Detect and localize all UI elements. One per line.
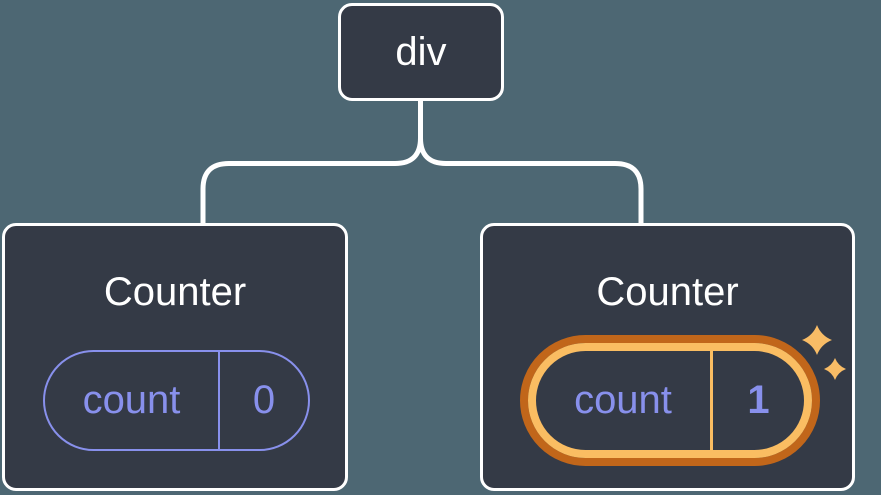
sparkle-small [824, 358, 846, 380]
state-value: 0 [252, 378, 276, 422]
tree-node-counter-right: Counter count 1 [480, 223, 855, 491]
sparkles-icon [802, 325, 846, 380]
component-name: Counter [596, 270, 739, 314]
connector-right-branch [418, 101, 644, 224]
tree-node-counter-left: Counter count 0 [2, 223, 348, 491]
state-pill-highlighted: count 1 [520, 335, 820, 466]
component-name: Counter [103, 270, 247, 314]
state-value: 1 [747, 378, 770, 422]
state-pill: count 0 [43, 350, 310, 451]
tree-node-div: div [338, 3, 504, 101]
state-pill-highlight-ring: count 1 [528, 343, 812, 458]
connector-left-branch [200, 101, 423, 224]
sparkle-large [802, 325, 832, 355]
state-key-label: count [45, 352, 220, 449]
root-node-label: div [395, 29, 447, 74]
state-key-label: count [536, 351, 713, 450]
